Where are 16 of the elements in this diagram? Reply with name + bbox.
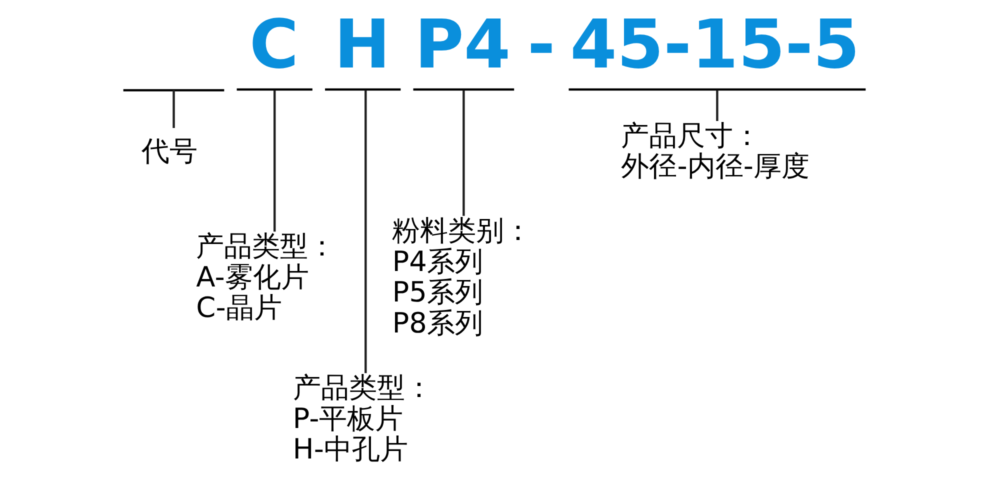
connector [364, 90, 367, 373]
node-text: 产品尺寸： 外径-内径-厚度 [621, 118, 810, 182]
node-text: H [334, 5, 390, 84]
node-text: 45-15-5 [570, 5, 860, 84]
node-text: 产品类型： P-平板片 H-中孔片 [292, 370, 433, 466]
label: - [527, 5, 556, 84]
node-text: 产品类型： A-雾化片 C-晶片 [196, 229, 336, 324]
node-text: C [249, 5, 299, 84]
node-text: 代号 [142, 134, 198, 167]
connector [462, 90, 465, 216]
node-text: 粉料类别： P4系列 P5系列 P8系列 [392, 214, 532, 340]
node-line [123, 88, 224, 91]
connector [716, 90, 718, 120]
connector [273, 90, 276, 232]
node-text: P4 [414, 5, 511, 84]
connector [172, 90, 175, 128]
